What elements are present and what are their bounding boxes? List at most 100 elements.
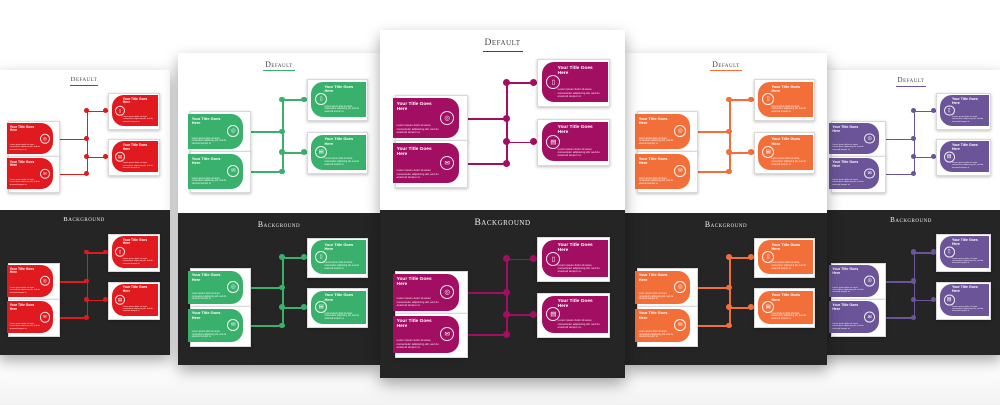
card-text: Lorem ipsum dolor sit amet, consectetur … bbox=[638, 177, 674, 185]
connector-left-2 bbox=[54, 317, 87, 319]
connector-trunk bbox=[506, 82, 508, 164]
connector-dot bbox=[279, 284, 285, 291]
connector-left-2 bbox=[244, 325, 283, 327]
card-text: Lorem ipsum dolor sit amet, consectetur … bbox=[122, 116, 153, 123]
connector-dot bbox=[911, 249, 917, 255]
card-title: Your Title Goes Here bbox=[771, 292, 801, 302]
mail-icon: ✉ bbox=[864, 168, 876, 180]
mail-icon: ✉ bbox=[440, 156, 455, 171]
connector-left-2 bbox=[880, 173, 914, 176]
connector-left-2 bbox=[54, 173, 87, 176]
card-text: Lorem ipsum dolor sit amet, consectetur … bbox=[557, 318, 600, 329]
card-title: Your Title Goes Here bbox=[122, 237, 148, 246]
connector-left-1 bbox=[460, 118, 507, 120]
connector-left-1 bbox=[54, 281, 87, 283]
connector-right-2 bbox=[913, 299, 937, 302]
phone-icon: ▯ bbox=[762, 251, 775, 264]
connector-dot bbox=[726, 304, 732, 311]
briefcase-icon: ▤ bbox=[762, 301, 775, 314]
phone-icon: ▯ bbox=[546, 75, 561, 90]
connector-dot bbox=[530, 78, 538, 86]
connector-right-1 bbox=[86, 252, 109, 254]
title-underline bbox=[896, 86, 926, 87]
section-title-default: Default bbox=[70, 75, 98, 83]
connector-left-2 bbox=[460, 163, 507, 165]
phone-icon: ▯ bbox=[762, 93, 775, 106]
phone-icon: ▯ bbox=[114, 246, 126, 258]
connector-dot bbox=[748, 149, 755, 156]
mail-icon: ✉ bbox=[440, 327, 455, 342]
connector-dot bbox=[279, 254, 285, 260]
card-title: Your Title Goes Here bbox=[122, 96, 148, 105]
connector-dot bbox=[726, 128, 732, 135]
card-title: Your Title Goes Here bbox=[122, 285, 148, 294]
card-text: Lorem ipsum dolor sit amet, consectetur … bbox=[191, 137, 227, 145]
connector-right-2 bbox=[729, 152, 755, 154]
connector-left-1 bbox=[244, 287, 283, 289]
card-title: Your Title Goes Here bbox=[951, 142, 978, 151]
section-title-background: Background bbox=[257, 219, 301, 229]
connector-dot bbox=[301, 149, 308, 156]
connector-dot bbox=[911, 278, 917, 284]
card-text: Lorem ipsum dolor sit amet, consectetur … bbox=[191, 177, 227, 185]
card-title: Your Title Goes Here bbox=[9, 124, 35, 133]
connector-trunk bbox=[86, 252, 89, 318]
connector-dot bbox=[726, 254, 732, 260]
connector-dot bbox=[726, 149, 732, 156]
card-title: Your Title Goes Here bbox=[638, 155, 668, 165]
connector-trunk bbox=[913, 252, 916, 318]
connector-right-2 bbox=[282, 307, 308, 309]
briefcase-icon: ▤ bbox=[943, 294, 955, 306]
connector-right-1 bbox=[86, 110, 109, 113]
